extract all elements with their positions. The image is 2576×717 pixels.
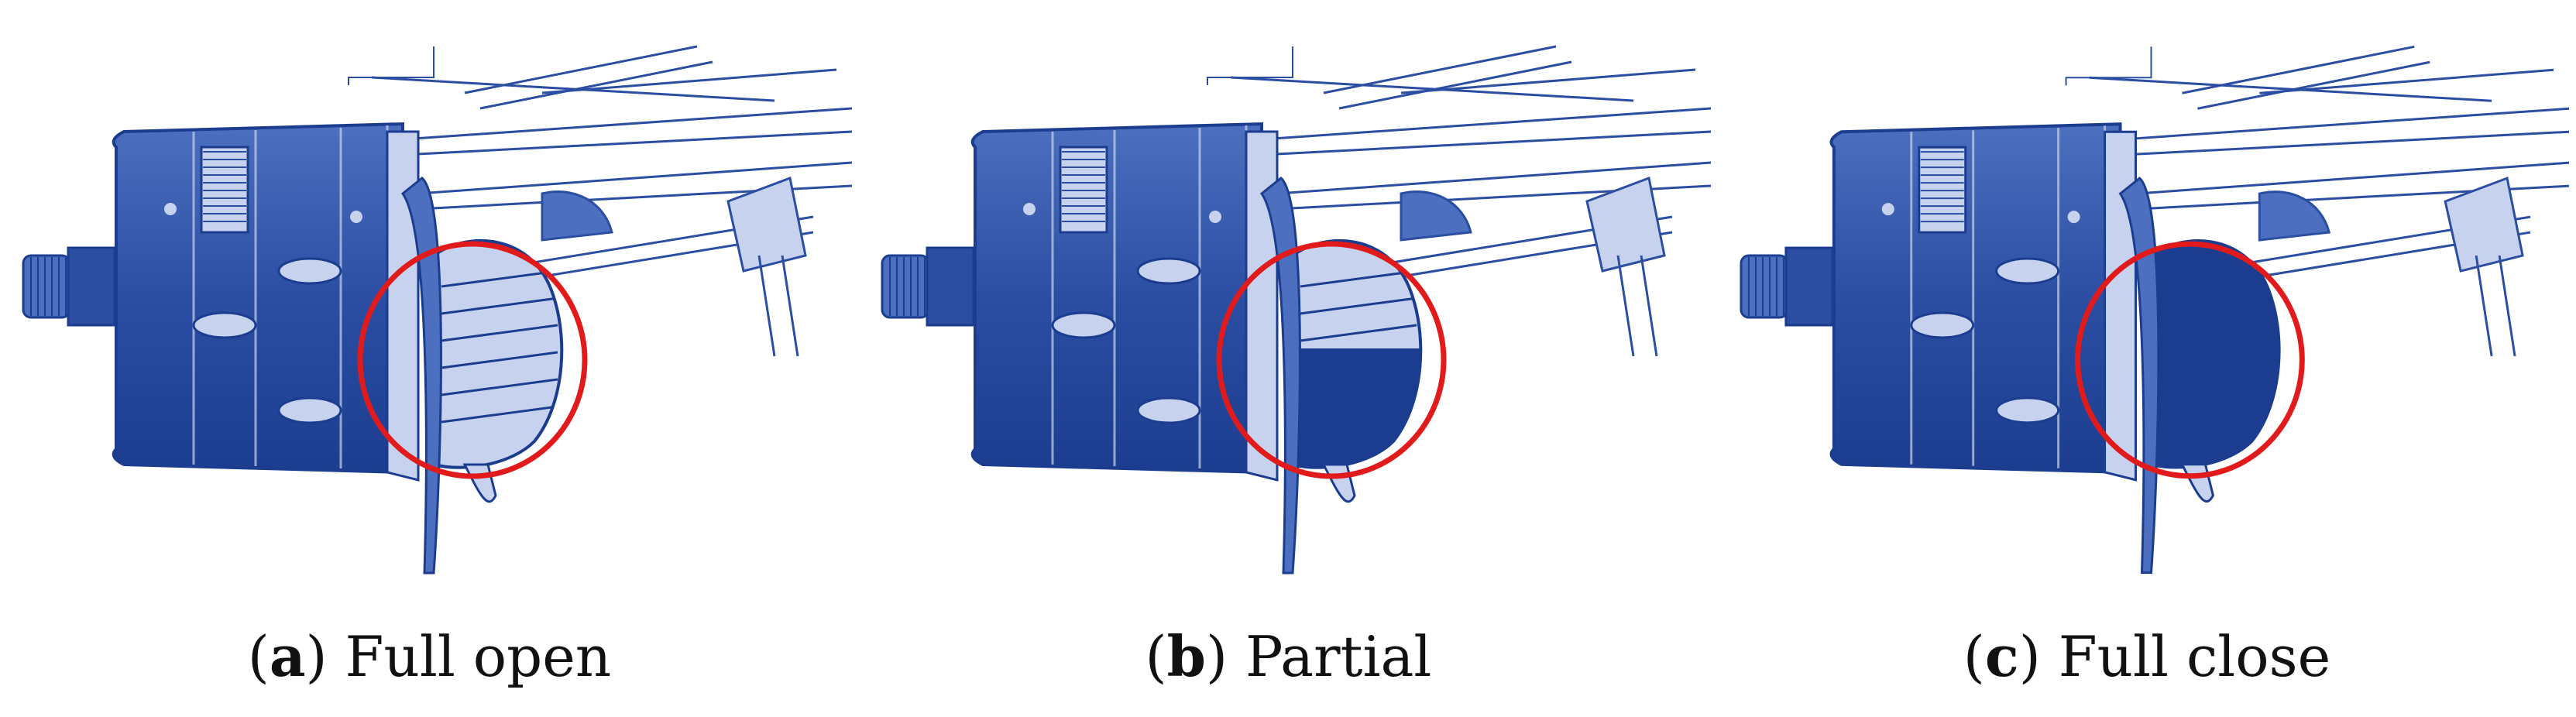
duct-shutter [2151, 241, 2279, 468]
brake-drum-icon [1829, 122, 2122, 474]
panel-a: (a) Full open [0, 0, 859, 717]
panel-b: (b) Partial [859, 0, 1718, 717]
vent-slot [192, 311, 257, 339]
caption-c: (c) Full close [1963, 623, 2331, 689]
caption-title-c: Full close [2058, 624, 2331, 689]
vent-slot [1995, 257, 2060, 285]
duct-bracket [2118, 177, 2160, 575]
suspension-arm-icon [1207, 45, 1712, 357]
highlight-ring [2075, 241, 2305, 479]
vent-slot [1051, 311, 1116, 339]
vent-slot [277, 257, 342, 285]
duct-bracket [400, 177, 442, 575]
vent-slot [1995, 396, 2060, 424]
caption-letter-c: c [1984, 623, 2019, 689]
brake-drum-icon [970, 122, 1263, 475]
brake-assembly-illustration-b [881, 45, 1712, 575]
caption-letter-a: a [269, 623, 306, 689]
brake-assembly-illustration-c [1740, 45, 2570, 575]
vent-slot [1136, 396, 1201, 424]
panel-c: (c) Full close [1718, 0, 2576, 717]
highlight-ring [1216, 241, 1447, 479]
caption-letter-b: b [1166, 623, 1206, 689]
caption-b: (b) Partial [1145, 623, 1432, 689]
caption-title-a: Full open [345, 624, 612, 689]
brake-drum-icon [112, 122, 404, 475]
suspension-arm-icon [2065, 45, 2570, 357]
caption-a: (a) Full open [247, 623, 612, 689]
highlight-ring [357, 241, 588, 479]
vent-slot [277, 396, 342, 424]
caption-title-b: Partial [1245, 624, 1432, 689]
duct-bracket [1259, 177, 1301, 575]
brake-assembly-illustration-a [22, 45, 853, 575]
vent-slot [1910, 311, 1975, 339]
vent-slot [1136, 257, 1201, 285]
